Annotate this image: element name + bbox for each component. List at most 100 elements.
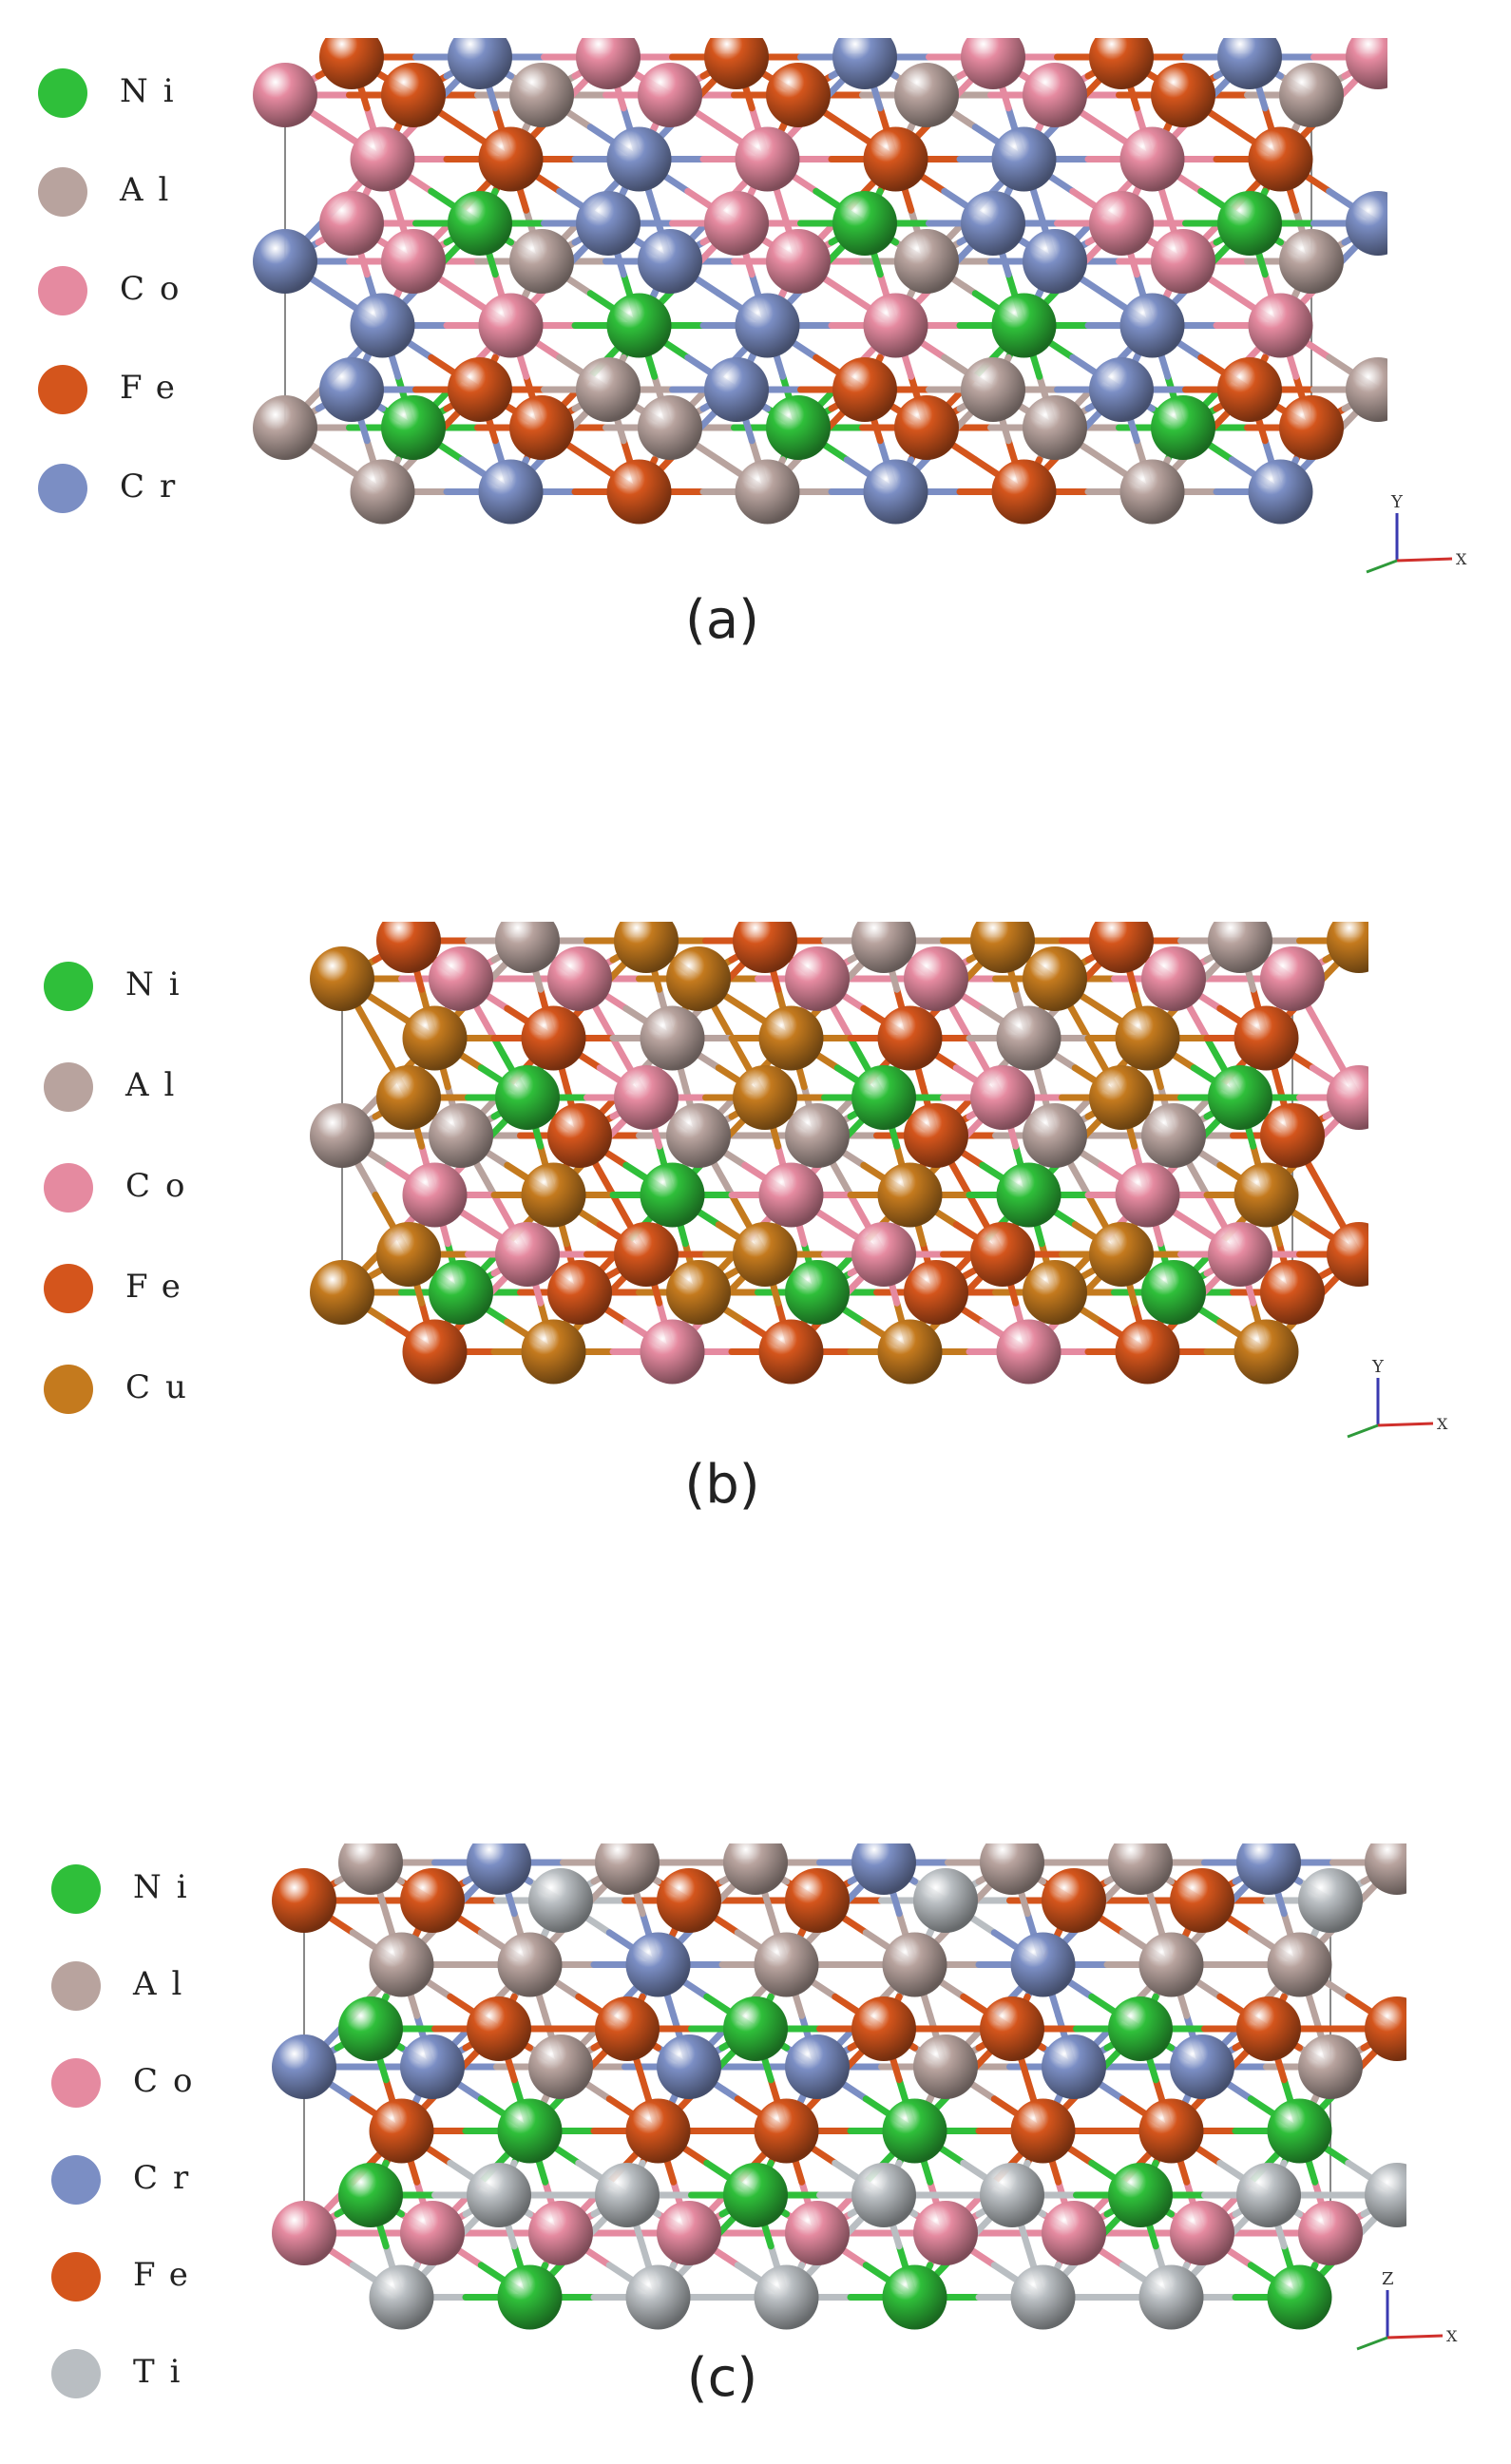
axis-line: [1347, 1423, 1379, 1439]
co-atom-icon: [44, 1163, 93, 1213]
legend-label: Co: [125, 1167, 201, 1205]
legend-item-co: Co: [42, 1161, 289, 1218]
atom-sphere: [51, 2252, 101, 2302]
atom-fe: [877, 1005, 943, 1071]
atom-fe: [1260, 1103, 1325, 1168]
atom-cu: [1234, 1319, 1299, 1385]
legend-item-cr: Cr: [36, 462, 283, 519]
fe-atom-icon: [38, 365, 87, 414]
legend-item-cu: Cu: [42, 1363, 289, 1420]
axis-line: [1377, 1422, 1434, 1427]
atom-co: [319, 191, 384, 256]
atom-al: [1267, 1932, 1332, 1997]
atom-sphere: [38, 464, 87, 513]
atom-fe: [402, 1319, 468, 1385]
atom-co: [547, 946, 612, 1011]
atom-ti: [369, 2264, 434, 2330]
atom-al: [1279, 229, 1344, 294]
atom-fe: [319, 38, 384, 89]
atom-ni: [1108, 1996, 1173, 2061]
atom-co: [495, 1222, 560, 1287]
atom-fe: [1089, 38, 1154, 89]
atom-fe: [704, 38, 769, 89]
atom-fe: [1089, 922, 1154, 973]
atom-cr: [448, 38, 512, 89]
al-atom-icon: [44, 1062, 93, 1112]
atom-al: [497, 1932, 563, 1997]
atom-al: [338, 1843, 403, 1895]
atom-co: [640, 1319, 705, 1385]
atom-fe: [400, 1868, 465, 1933]
legend-label: Fe: [125, 1268, 196, 1306]
atom-cr: [1217, 38, 1282, 89]
atom-al: [576, 357, 641, 422]
axis-triad-icon: Z X: [1356, 2269, 1458, 2351]
atom-fe: [904, 1103, 968, 1168]
atom-ni: [338, 1996, 403, 2061]
atom-al: [882, 1932, 947, 1997]
atom-cr: [576, 191, 641, 256]
legend-item-ni: Ni: [36, 67, 283, 124]
atom-ni: [1267, 2264, 1332, 2330]
legend-item-co: Co: [36, 264, 283, 321]
atom-ni: [497, 2098, 563, 2164]
legend-label: Co: [133, 2062, 208, 2100]
atom-fe: [980, 1996, 1044, 2061]
crystal-structure-c: [272, 1843, 1406, 2330]
axis-label: Z: [1382, 2269, 1394, 2289]
atom-cu: [1327, 922, 1368, 973]
atom-al: [961, 357, 1025, 422]
atom-fe: [785, 1868, 850, 1933]
atom-co: [429, 946, 493, 1011]
atom-al: [1365, 1843, 1406, 1895]
atom-fe: [1279, 395, 1344, 460]
atom-cu: [1089, 1065, 1154, 1130]
atom-ni: [1267, 2098, 1332, 2164]
atom-ti: [1365, 2163, 1406, 2227]
atom-cr: [1042, 2034, 1106, 2099]
atom-ni: [448, 191, 512, 256]
atom-fe: [1115, 1319, 1180, 1385]
atom-al: [735, 459, 800, 525]
atom-ni: [640, 1162, 705, 1228]
ti-atom-icon: [51, 2349, 101, 2398]
atom-co: [1023, 63, 1087, 127]
legend-label: Ni: [120, 72, 189, 110]
atom-cr: [400, 2034, 465, 2099]
atom-ti: [1010, 2264, 1076, 2330]
atom-ni: [832, 191, 897, 256]
atom-al: [1023, 1103, 1087, 1168]
atom-co: [1248, 293, 1313, 358]
legend-label: Al: [120, 171, 184, 209]
atom-al: [1138, 1932, 1204, 1997]
atom-ni: [338, 2163, 403, 2227]
atom-cu: [1115, 1005, 1180, 1071]
atom-sphere: [44, 1163, 93, 1213]
legend-label: Co: [120, 270, 195, 308]
atom-cu: [310, 1260, 374, 1325]
atom-fe: [509, 395, 574, 460]
atom-cu: [1234, 1162, 1299, 1228]
atom-ti: [625, 2264, 691, 2330]
legend-label: Cu: [125, 1368, 201, 1406]
atom-ni: [1108, 2163, 1173, 2227]
atom-co: [253, 63, 317, 127]
panel-label-c: (c): [686, 2347, 758, 2409]
atom-cu: [877, 1319, 943, 1385]
atom-co: [381, 229, 446, 294]
atom-ni: [381, 395, 446, 460]
atom-co: [614, 1065, 679, 1130]
atom-cu: [758, 1005, 824, 1071]
atom-co: [904, 946, 968, 1011]
axis-label: Y: [1371, 1357, 1385, 1377]
atom-al: [1141, 1103, 1206, 1168]
atom-ti: [913, 1868, 978, 1933]
atom-co: [1151, 229, 1215, 294]
atom-ni: [1151, 395, 1215, 460]
legend-label: Ti: [133, 2353, 196, 2391]
atom-sphere: [38, 365, 87, 414]
atom-co: [1327, 1065, 1368, 1130]
fe-atom-icon: [44, 1264, 93, 1313]
atom-co: [735, 126, 800, 192]
atom-fe: [991, 459, 1057, 525]
